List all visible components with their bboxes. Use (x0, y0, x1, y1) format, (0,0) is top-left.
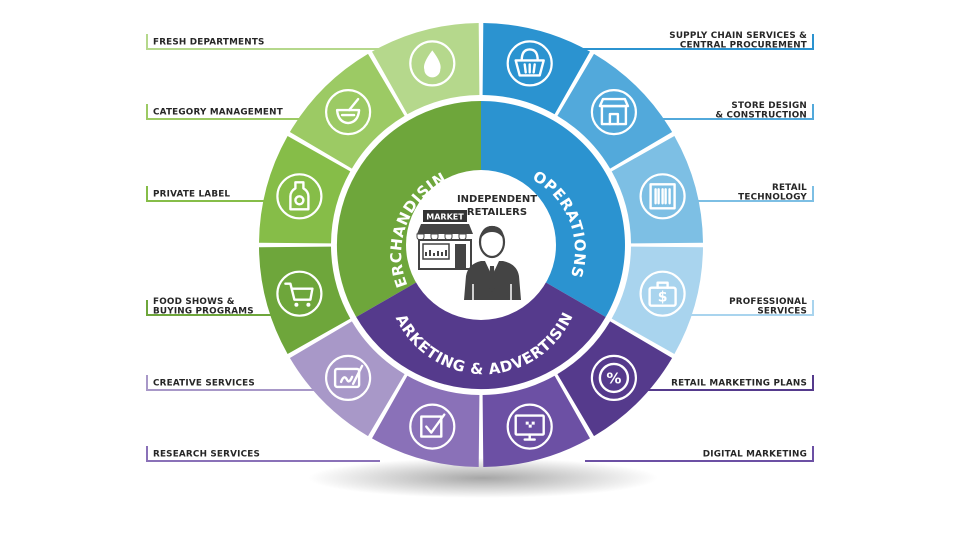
icon-ring (639, 173, 686, 220)
icon-badge-storefront (590, 88, 638, 136)
center-title-line1: INDEPENDENT (457, 194, 537, 205)
service-label-right-line2: TECHNOLOGY (738, 193, 807, 203)
wheel-shadow (308, 458, 658, 498)
dollar-sign: $ (658, 290, 668, 306)
icon-badge-monitor (506, 403, 553, 450)
icon-badge-briefcase: $ (639, 270, 686, 317)
bottle-icon (289, 181, 310, 211)
service-label-right: RETAIL (772, 183, 807, 193)
water-drop-icon (423, 50, 441, 78)
market-sign-text: MARKET (426, 213, 464, 222)
outer-service-ring: $% (259, 23, 703, 467)
ring-segment-briefcase (611, 246, 703, 354)
monitor-icon (514, 414, 545, 441)
service-label-right: PROFESSIONAL (729, 297, 807, 307)
service-label-right-line2: SERVICES (757, 307, 807, 317)
callout-line-left (146, 186, 285, 202)
icon-badge-percent-badge: % (590, 354, 638, 401)
icon-badge-shopping-cart (276, 270, 323, 317)
callout-line-right (532, 34, 814, 50)
icon-ring (639, 270, 686, 317)
callout-line-right (644, 375, 814, 391)
icon-badge-checkbox (409, 403, 456, 450)
ring-segment-percent-badge (557, 321, 673, 437)
service-label-right-line2: CENTRAL PROCUREMENT (680, 41, 807, 51)
icon-ring (409, 403, 456, 450)
ring-segment-barcode (611, 136, 703, 244)
service-label-right: SUPPLY CHAIN SERVICES & (669, 31, 807, 41)
retailer-person-icon (464, 225, 521, 300)
icon-ring (590, 354, 638, 401)
callout-line-left (146, 446, 380, 462)
callout-lines (146, 34, 814, 462)
center-title-line2: RETAILERS (467, 207, 527, 218)
briefcase-icon: $ (648, 281, 677, 307)
service-labels: FRESH DEPARTMENTS CATEGORY MANAGEMENT PRIV… (153, 31, 807, 460)
ring-segment-storefront (557, 53, 673, 169)
tablet-pen-icon (333, 364, 364, 389)
service-label-left: CREATIVE SERVICES (153, 379, 255, 389)
service-label-left: FOOD SHOWS & (153, 297, 235, 307)
icon-ring (409, 40, 456, 87)
icon-badge-basket (506, 40, 553, 87)
icon-ring (276, 270, 323, 317)
icon-badge-barcode (639, 173, 686, 220)
callout-line-right (585, 446, 814, 462)
service-label-left: FRESH DEPARTMENTS (153, 38, 265, 48)
callout-line-right (680, 186, 814, 202)
icon-ring (325, 88, 372, 136)
icon-ring (506, 403, 553, 450)
callout-line-left (146, 375, 320, 391)
market-storefront-icon: MARKET (416, 210, 473, 270)
service-label-left: CATEGORY MANAGEMENT (153, 108, 283, 118)
checkbox-icon (420, 413, 446, 438)
service-label-right: RETAIL MARKETING PLANS (671, 379, 807, 389)
icon-badge-tablet-pen (325, 354, 372, 401)
icon-badge-mortar-pestle (325, 88, 372, 136)
icon-badge-bottle (276, 173, 323, 220)
service-label-left: PRIVATE LABEL (153, 190, 230, 200)
icon-badge-water-drop (409, 40, 456, 87)
icon-ring (506, 40, 553, 87)
service-label-right: STORE DESIGN (731, 101, 807, 111)
callout-line-right (622, 104, 814, 120)
percent-sign: % (606, 369, 621, 387)
service-label-left-line2: BUYING PROGRAMS (153, 307, 254, 317)
center-content: INDEPENDENT RETAILERS MARKET (416, 194, 537, 300)
icon-ring (276, 173, 323, 220)
ring-segment-monitor (482, 375, 590, 467)
icon-ring (325, 354, 372, 401)
percent-badge-icon: % (598, 362, 630, 394)
callout-line-left (146, 104, 340, 120)
service-label-right: DIGITAL MARKETING (703, 450, 807, 460)
icon-ring (590, 88, 638, 136)
mortar-pestle-icon (335, 97, 361, 125)
barcode-icon (649, 183, 676, 210)
ring-segment-basket (482, 23, 590, 115)
storefront-icon (598, 97, 630, 126)
callout-line-left (146, 34, 430, 50)
basket-icon (514, 48, 545, 77)
service-label-left: RESEARCH SERVICES (153, 450, 260, 460)
ring-segment-checkbox (372, 375, 480, 467)
callout-line-right (684, 300, 814, 316)
service-label-right-line2: & CONSTRUCTION (715, 111, 807, 121)
callout-line-left (146, 300, 280, 316)
shopping-cart-icon (284, 282, 314, 307)
